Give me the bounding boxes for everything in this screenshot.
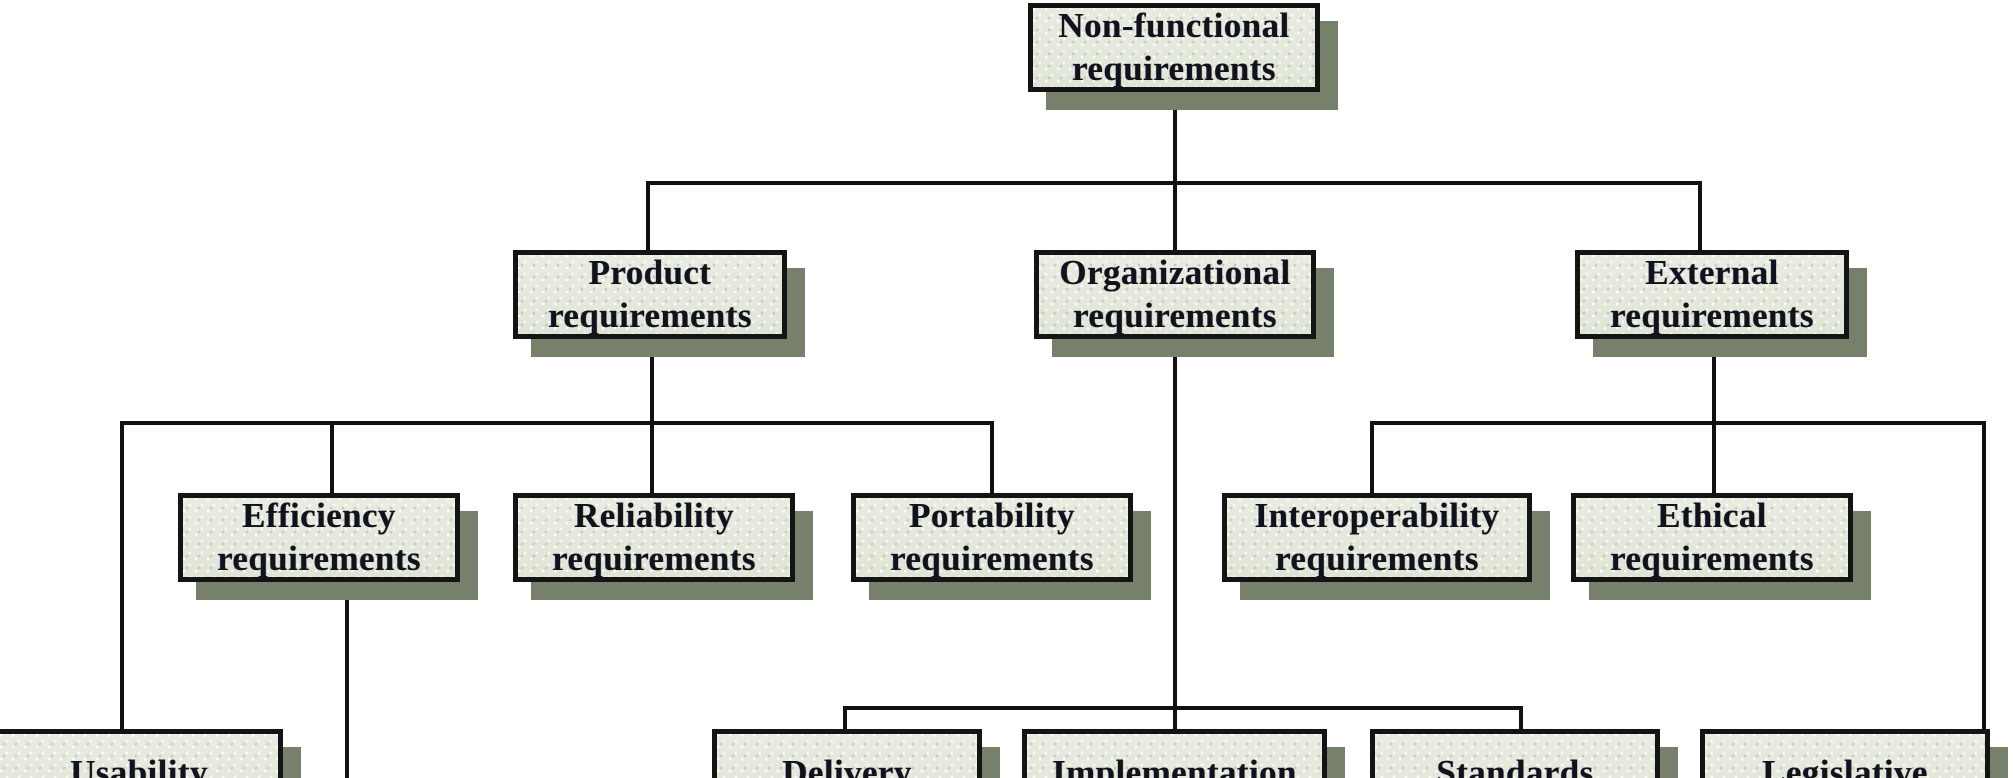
connector-drop-efficiency [330,421,334,495]
connector-external-stem [1712,340,1716,423]
node-label-line1: Portability [909,495,1075,535]
node-label-line2: requirements [1610,295,1814,335]
node-face: Delivery [712,729,982,778]
node-reliability-requirements[interactable]: Reliability requirements [513,493,813,600]
connector-efficiency-stem [345,600,349,778]
node-face: Portability requirements [851,493,1133,582]
node-face: Non-functional requirements [1028,3,1320,92]
node-face: Organizational requirements [1034,250,1316,339]
connector-root-stem [1173,88,1177,183]
node-label-line1: Reliability [574,495,734,535]
node-label-line2: requirements [890,538,1094,578]
node-product-requirements[interactable]: Product requirements [513,250,805,357]
connector-organizational-bus [843,706,1523,710]
node-face: Efficiency requirements [178,493,460,582]
connector-external-bus [1370,421,1986,425]
node-label-line1: Non-functional [1058,5,1290,45]
node-label-line2: requirements [1073,295,1277,335]
node-label-line1: Legislative [1762,753,1928,778]
connector-product-bus [120,421,994,425]
node-standards[interactable]: Standards [1370,729,1678,778]
node-label-line2: requirements [217,538,421,578]
node-label-line1: Product [588,252,712,292]
node-face: Interoperability requirements [1222,493,1532,582]
node-label-line1: Efficiency [242,495,396,535]
connector-drop-usability [120,421,124,731]
connector-organizational-stem [1173,340,1177,710]
node-face: Product requirements [513,250,787,339]
node-label-line1: Standards [1436,753,1594,778]
node-label-line1: Organizational [1059,252,1291,292]
node-label-line1: Ethical [1657,495,1767,535]
node-face: Legislative [1700,729,1990,778]
connector-drop-interoperability [1370,421,1374,495]
node-implementation[interactable]: Implementation [1022,729,1345,778]
node-face: Usability [0,729,283,778]
node-label-line1: Interoperability [1254,495,1500,535]
node-delivery[interactable]: Delivery [712,729,1000,778]
node-external-requirements[interactable]: External requirements [1575,250,1867,357]
node-legislative[interactable]: Legislative [1700,729,2008,778]
node-face: Implementation [1022,729,1327,778]
node-label-line1: Usability [70,753,208,778]
node-organizational-requirements[interactable]: Organizational requirements [1034,250,1334,357]
node-label-line1: Implementation [1052,753,1297,778]
node-face: External requirements [1575,250,1849,339]
connector-drop-external [1698,181,1702,252]
node-interoperability-requirements[interactable]: Interoperability requirements [1222,493,1550,600]
connector-drop-ethical [1712,421,1716,495]
node-ethical-requirements[interactable]: Ethical requirements [1571,493,1871,600]
node-label-line2: requirements [552,538,756,578]
node-efficiency-requirements[interactable]: Efficiency requirements [178,493,478,600]
node-label-line2: requirements [1610,538,1814,578]
node-label-line2: requirements [1072,48,1276,88]
connector-product-stem [650,340,654,423]
node-label-line1: External [1645,252,1779,292]
node-face: Reliability requirements [513,493,795,582]
connector-drop-portability [990,421,994,495]
node-non-functional-requirements[interactable]: Non-functional requirements [1028,3,1338,110]
node-face: Standards [1370,729,1660,778]
node-label-line1: Delivery [782,753,912,778]
connector-drop-reliability [650,421,654,495]
node-label-line2: requirements [1275,538,1479,578]
connector-drop-product [646,181,650,252]
node-usability[interactable]: Usability [0,729,301,778]
node-portability-requirements[interactable]: Portability requirements [851,493,1151,600]
node-face: Ethical requirements [1571,493,1853,582]
connector-drop-legislative [1982,421,1986,731]
node-label-line2: requirements [548,295,752,335]
connector-drop-organizational [1173,181,1177,252]
